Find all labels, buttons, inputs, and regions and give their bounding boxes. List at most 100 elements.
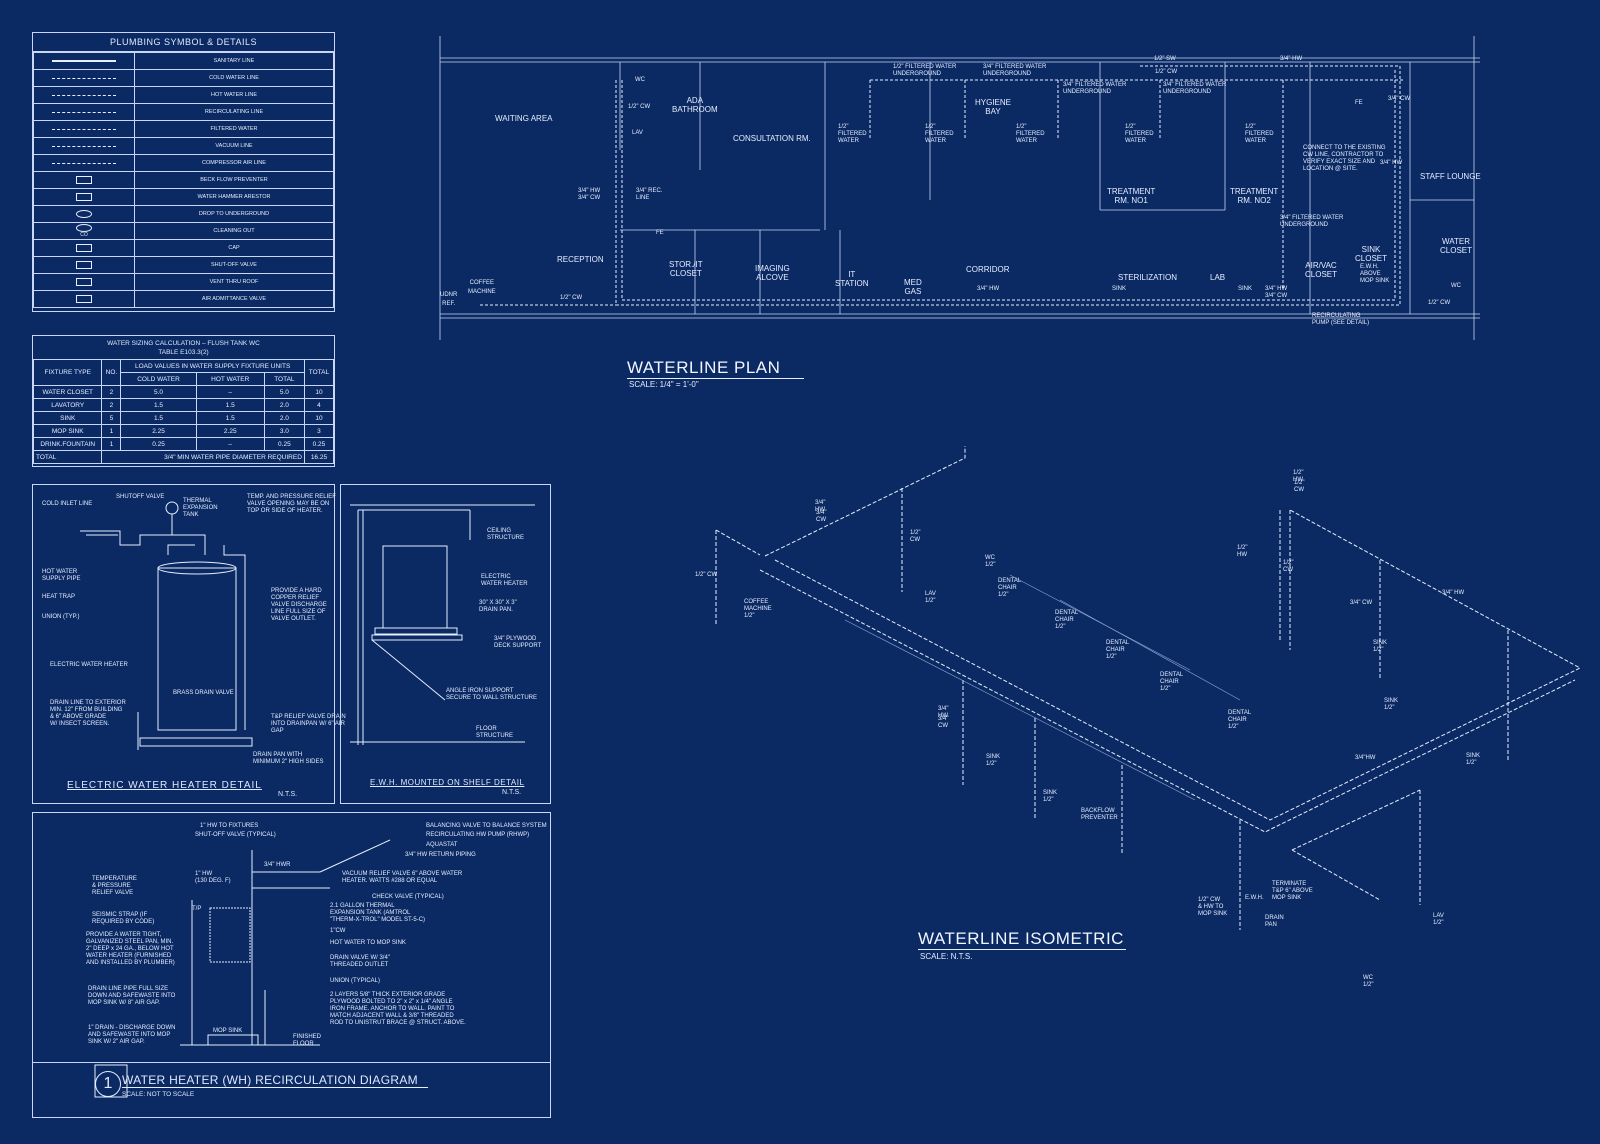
legend-symbol: CO — [33, 222, 135, 240]
iso-label: LAV 1/2" — [925, 591, 936, 604]
recirc-note: RECIRCULATING HW PUMP (RHWP) — [426, 832, 530, 838]
iso-label: BACKFLOW PREVENTER — [1081, 808, 1118, 821]
iso-label: SINK 1/2" — [1466, 753, 1481, 766]
col-cold: COLD WATER — [120, 372, 197, 386]
note-floor: FLOOR STRUCTURE — [476, 726, 513, 739]
plan-note: RECIRCULATING PUMP (SEE DETAIL) — [1312, 313, 1370, 326]
note-plywood: 3/4" PLYWOOD DECK SUPPORT — [494, 636, 542, 649]
sizing-total-label: TOTAL — [32, 450, 103, 464]
room-label: SINK CLOSET — [1355, 245, 1388, 263]
room-label: TREATMENT RM. NO2 — [1230, 187, 1279, 205]
table-cell: 1 — [101, 424, 122, 438]
recirc-note: 2.1 GALLON THERMAL EXPANSION TANK (AMTRO… — [330, 903, 426, 923]
table-cell: 1.5 — [195, 398, 265, 412]
recirc-mop-sink: MOP SINK — [213, 1028, 243, 1034]
room-label: WATER CLOSET — [1440, 237, 1473, 255]
table-cell: 3 — [303, 424, 335, 438]
room-label: IMAGING ALCOVE — [755, 264, 790, 282]
plan-note: 1/2" FILTERED WATER — [1016, 124, 1045, 144]
table-cell: 10 — [303, 411, 335, 425]
table-cell: 0.25 — [263, 437, 305, 451]
legend-symbol — [33, 120, 135, 138]
legend-symbol — [33, 137, 135, 155]
recirc-note: 1"CW — [330, 928, 346, 934]
legend-item-label: CAP — [134, 239, 334, 257]
plan-note: 1/2" FILTERED WATER — [838, 124, 867, 144]
plan-note: 3/4" FILTERED WATER UNDERGROUND — [1163, 82, 1227, 95]
note-union: UNION (TYP.) — [42, 614, 80, 620]
legend-symbol — [33, 188, 135, 206]
recirc-divider — [32, 1062, 551, 1063]
legend-item-label: DROP TO UNDERGROUND — [134, 205, 334, 223]
table-cell: 5.0 — [120, 385, 197, 399]
table-cell: 2.25 — [120, 424, 197, 438]
legend-item-label: COLD WATER LINE — [134, 69, 334, 87]
iso-label: DENTAL CHAIR 1/2" — [1055, 610, 1079, 630]
ewh-detail-panel — [32, 484, 335, 804]
plan-note: 3/4" FILTERED WATER UNDERGROUND — [1063, 82, 1127, 95]
legend-item-label: AIR ADMITTANCE VALVE — [134, 290, 334, 308]
plan-note: 3/4" HW 3/4" CW — [578, 188, 601, 201]
iso-label: 1/2" CW & HW TO MOP SINK — [1198, 897, 1228, 917]
plan-note: FE — [1355, 100, 1363, 106]
plan-note: 3/4" HW — [1280, 56, 1303, 62]
detail-number-badge: 1 — [95, 1071, 121, 1097]
recirc-title: WATER HEATER (WH) RECIRCULATION DIAGRAM — [122, 1073, 428, 1088]
room-label: RECEPTION — [557, 255, 604, 264]
col-load: LOAD VALUES IN WATER SUPPLY FIXTURE UNIT… — [120, 359, 305, 373]
room-label: STERILIZATION — [1118, 273, 1177, 282]
iso-label: 3/4" HW — [1442, 590, 1465, 596]
room-label: COFFEE MACHINE — [468, 280, 496, 295]
note-heater: ELECTRIC WATER HEATER — [50, 662, 128, 668]
iso-label: 3/4" CW — [938, 716, 949, 729]
legend-item-label: VACUUM LINE — [134, 137, 334, 155]
plan-note: 3/4" FILTERED WATER UNDERGROUND — [983, 64, 1047, 77]
plan-note: 1/2" FILTERED WATER — [1245, 124, 1274, 144]
plan-note: SINK — [1238, 286, 1253, 292]
table-cell: 2 — [101, 385, 122, 399]
recirc-floor: FINISHED FLOOR — [293, 1034, 322, 1047]
room-label: WAITING AREA — [495, 114, 553, 123]
recirc-scale: SCALE: NOT TO SCALE — [122, 1091, 195, 1098]
legend-symbol — [33, 52, 135, 70]
legend-symbol — [33, 86, 135, 104]
table-cell: SINK — [32, 411, 103, 425]
plan-note: 1/2" FILTERED WATER — [1125, 124, 1154, 144]
plan-note: 1/2" FILTERED WATER UNDERGROUND — [893, 64, 957, 77]
recirc-diagram-panel — [32, 812, 551, 1118]
iso-label: DRAIN PAN — [1265, 915, 1284, 928]
note-cold-inlet: COLD INLET LINE — [42, 501, 93, 507]
iso-label: 3/4" HW — [815, 500, 826, 513]
room-label: CONSULTATION RM. — [733, 134, 811, 143]
recirc-note: AQUASTAT — [426, 842, 458, 848]
table-cell: 2.25 — [195, 424, 265, 438]
legend-symbol — [33, 239, 135, 257]
note-tp-drain: T&P RELIEF VALVE DRAIN INTO DRAINPAN W/ … — [271, 714, 346, 734]
legend-symbol — [33, 171, 135, 189]
recirc-note: SEISMIC STRAP (IF REQUIRED BY CODE) — [92, 912, 155, 925]
iso-label: COFFEE MACHINE 1/2" — [744, 599, 772, 619]
table-cell: 1.5 — [120, 411, 197, 425]
recirc-note: 2 LAYERS 5/8" THICK EXTERIOR GRADE PLYWO… — [330, 992, 466, 1026]
iso-label: SINK 1/2" — [1384, 698, 1399, 711]
table-cell: 2.0 — [263, 398, 305, 412]
recirc-note: 3/4" HWR — [264, 862, 291, 868]
plan-note: 1/2" CW — [1428, 300, 1451, 306]
plan-note: 1/2" CW — [1155, 69, 1178, 75]
iso-label: WC 1/2" — [985, 555, 996, 568]
plan-note: 1/2" SW — [1154, 56, 1176, 62]
legend-symbol — [33, 205, 135, 223]
recirc-note: CHECK VALVE (TYPICAL) — [372, 894, 444, 900]
iso-label: 1/2" CW — [695, 572, 718, 578]
note-heat-trap: HEAT TRAP — [42, 594, 76, 600]
plan-note: 3/4" HW — [977, 286, 1000, 292]
iso-label: DENTAL CHAIR 1/2" — [1228, 710, 1252, 730]
room-label: STAFF LOUNGE — [1420, 172, 1481, 181]
recirc-note: 1" HW (130 DEG. F) — [195, 871, 231, 884]
iso-label: 3/4" CW — [1350, 600, 1373, 606]
